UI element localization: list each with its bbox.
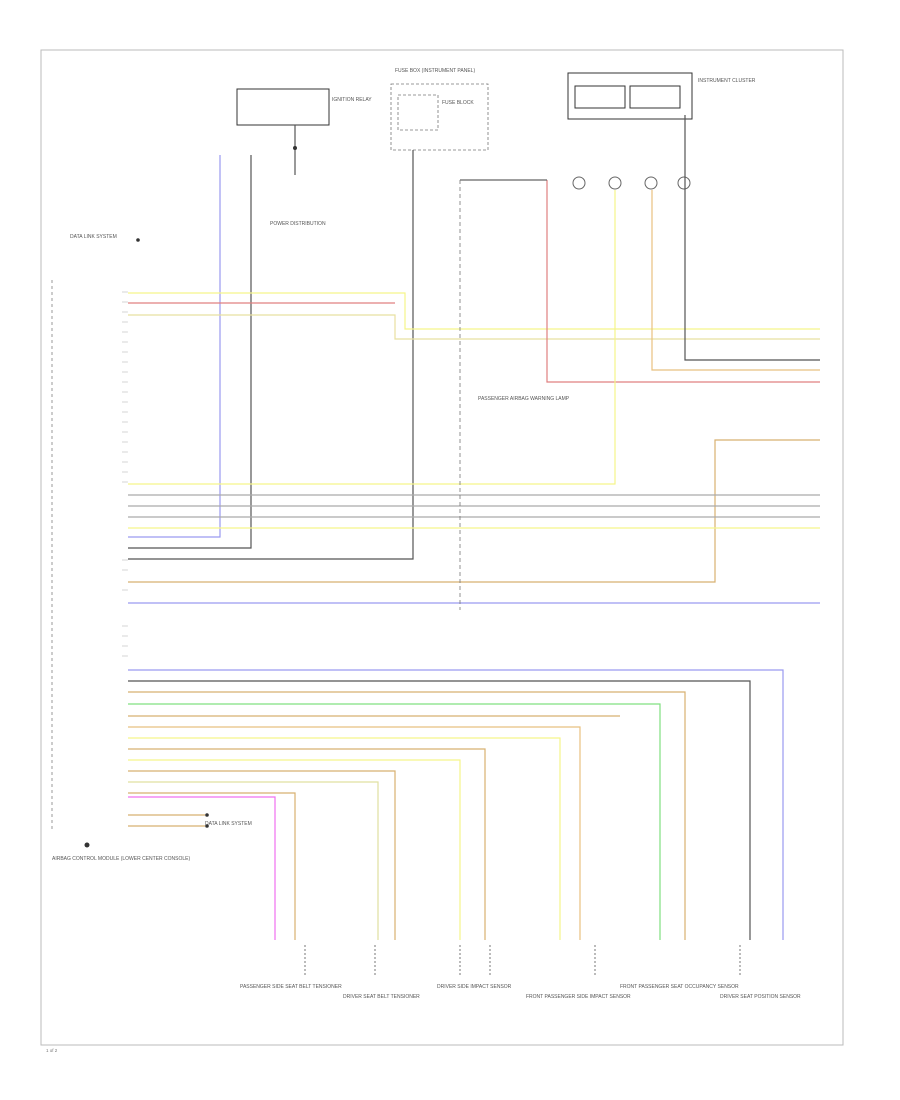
wire-harness-brown: [128, 691, 686, 940]
data-link-label-2: DATA LINK SYSTEM: [205, 821, 252, 827]
wire-yellow-cluster: [128, 190, 616, 485]
wire-cluster-1: [684, 115, 820, 361]
sensor-terminals: [304, 945, 741, 975]
power-distribution-label: POWER DISTRIBUTION: [270, 221, 326, 227]
wire-yellow-2: [128, 314, 820, 340]
lamp-icon: [572, 176, 586, 190]
component-label: PASSENGER SIDE SEAT BELT TENSIONER: [240, 984, 342, 990]
wire-harness-brown-5: [128, 792, 296, 940]
fuse-block-outline: [397, 94, 439, 131]
cluster-sub-box-1: [574, 85, 626, 109]
component-label: DRIVER SIDE IMPACT SENSOR: [437, 984, 512, 990]
component-label: FRONT PASSENGER SEAT OCCUPANCY SENSOR: [620, 984, 739, 990]
wire-dark-relay: [128, 155, 252, 549]
warning-lamp-label: PASSENGER AIRBAG WARNING LAMP: [478, 396, 570, 402]
page-code: 1 of 2: [46, 1048, 58, 1053]
ignition-relay-box: [236, 88, 330, 126]
instrument-cluster-box: [567, 72, 693, 120]
wire-harness-yellow: [128, 737, 561, 940]
wire-harness-violet: [128, 669, 784, 940]
fuse-block-label: FUSE BLOCK: [442, 100, 474, 106]
wire-fuse-output: [128, 150, 414, 560]
connector-dots: [84, 146, 297, 848]
wire-harness-green: [128, 703, 661, 940]
component-label: FRONT PASSENGER SIDE IMPACT SENSOR: [526, 994, 631, 1000]
wire-yellow-1: [128, 292, 820, 330]
fuse-box-label: FUSE BOX (INSTRUMENT PANEL): [395, 68, 475, 74]
ignition-relay-label: IGNITION RELAY: [332, 97, 372, 103]
wire-orange-row: [128, 439, 820, 583]
wire-violet-relay: [128, 155, 221, 538]
diagram-frame: [40, 49, 844, 1046]
wire-harness-brown-4: [128, 770, 396, 940]
module-label: AIRBAG CONTROL MODULE (LOWER CENTER CONS…: [52, 856, 190, 862]
component-label: DRIVER SEAT POSITION SENSOR: [720, 994, 801, 1000]
cluster-label: INSTRUMENT CLUSTER: [698, 78, 756, 84]
wire-harness-orange: [128, 726, 581, 940]
wire-harness-tan: [128, 781, 379, 940]
wires: [128, 115, 820, 940]
wire-red-long: [546, 180, 820, 383]
wire-harness-yellow-2: [128, 759, 461, 940]
wire-harness-brown-3: [128, 748, 486, 940]
fuse-box-outline: [390, 83, 489, 151]
wire-harness-dark: [128, 680, 751, 940]
indicator-lamps: [572, 176, 691, 190]
pin-ticks: [122, 291, 128, 657]
wire-cluster-2: [651, 190, 820, 371]
data-link-label: DATA LINK SYSTEM: [70, 234, 117, 240]
lamp-icon: [677, 176, 691, 190]
lamp-icon: [644, 176, 658, 190]
cluster-sub-box-2: [629, 85, 681, 109]
wire-harness-magenta: [128, 796, 276, 940]
lamp-icon: [608, 176, 622, 190]
component-label: DRIVER SEAT BELT TENSIONER: [343, 994, 420, 1000]
module-marker: [84, 842, 90, 848]
